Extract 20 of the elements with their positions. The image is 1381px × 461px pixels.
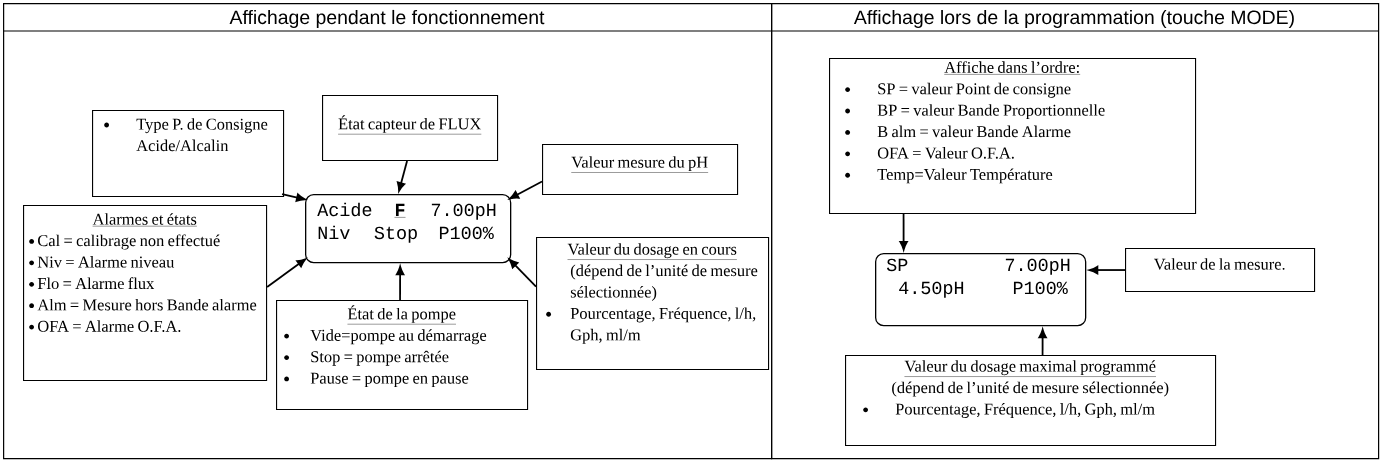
arrow [509,180,543,200]
callout-box: Alarmes et états Cal = calibrage non effectué Niv = Alarme niveau Flo = Alarme flux Alm = Mesure hors Bande alarme OFA = Alarme O.F.A. [23,205,268,382]
callout-box: Valeur du dosage en cours (dépend de l’unité de mesure sélectionnée) Pourcentage, Fréquence, l/h, Gph, ml/m [536,237,770,371]
arrow [395,265,405,301]
arrow [1038,328,1047,356]
callout-box: Valeur de la mesure. [1125,248,1316,293]
callout-box: État capteur de FLUX [322,95,499,162]
arrow [899,213,908,251]
callout-box: Valeur mesure du pH [542,144,739,196]
callout-box: Type P. de Consigne Acide/Alcalin [92,110,285,198]
lcd-display: SP 7.00pH 4.50pH P100% [875,253,1087,327]
arrow [396,160,408,192]
callout-box: Affiche dans l’ordre: SP = valeur Point de consigne BP = valeur Bande Proportionnelle B alm = valeur Bande Alarme OFA = Valeur O.F.A. Temp=Valeur Température [829,58,1197,215]
arrow [1088,265,1126,275]
arrow [508,258,537,288]
callout-box: Valeur du dosage maximal programmé (dépend de l’unité de mesure sélectionnée) Pourcentage, Fréquence, l/h, Gph, ml/m [845,355,1217,447]
arrow [266,258,307,288]
callout-box: État de la pompe Vide=pompe au démarrage Stop = pompe arrêtée Pause = pompe en pause [276,300,529,411]
arrow [281,193,306,202]
lcd-display: Acide F 7.00pH Niv Stop P100% [305,194,512,264]
